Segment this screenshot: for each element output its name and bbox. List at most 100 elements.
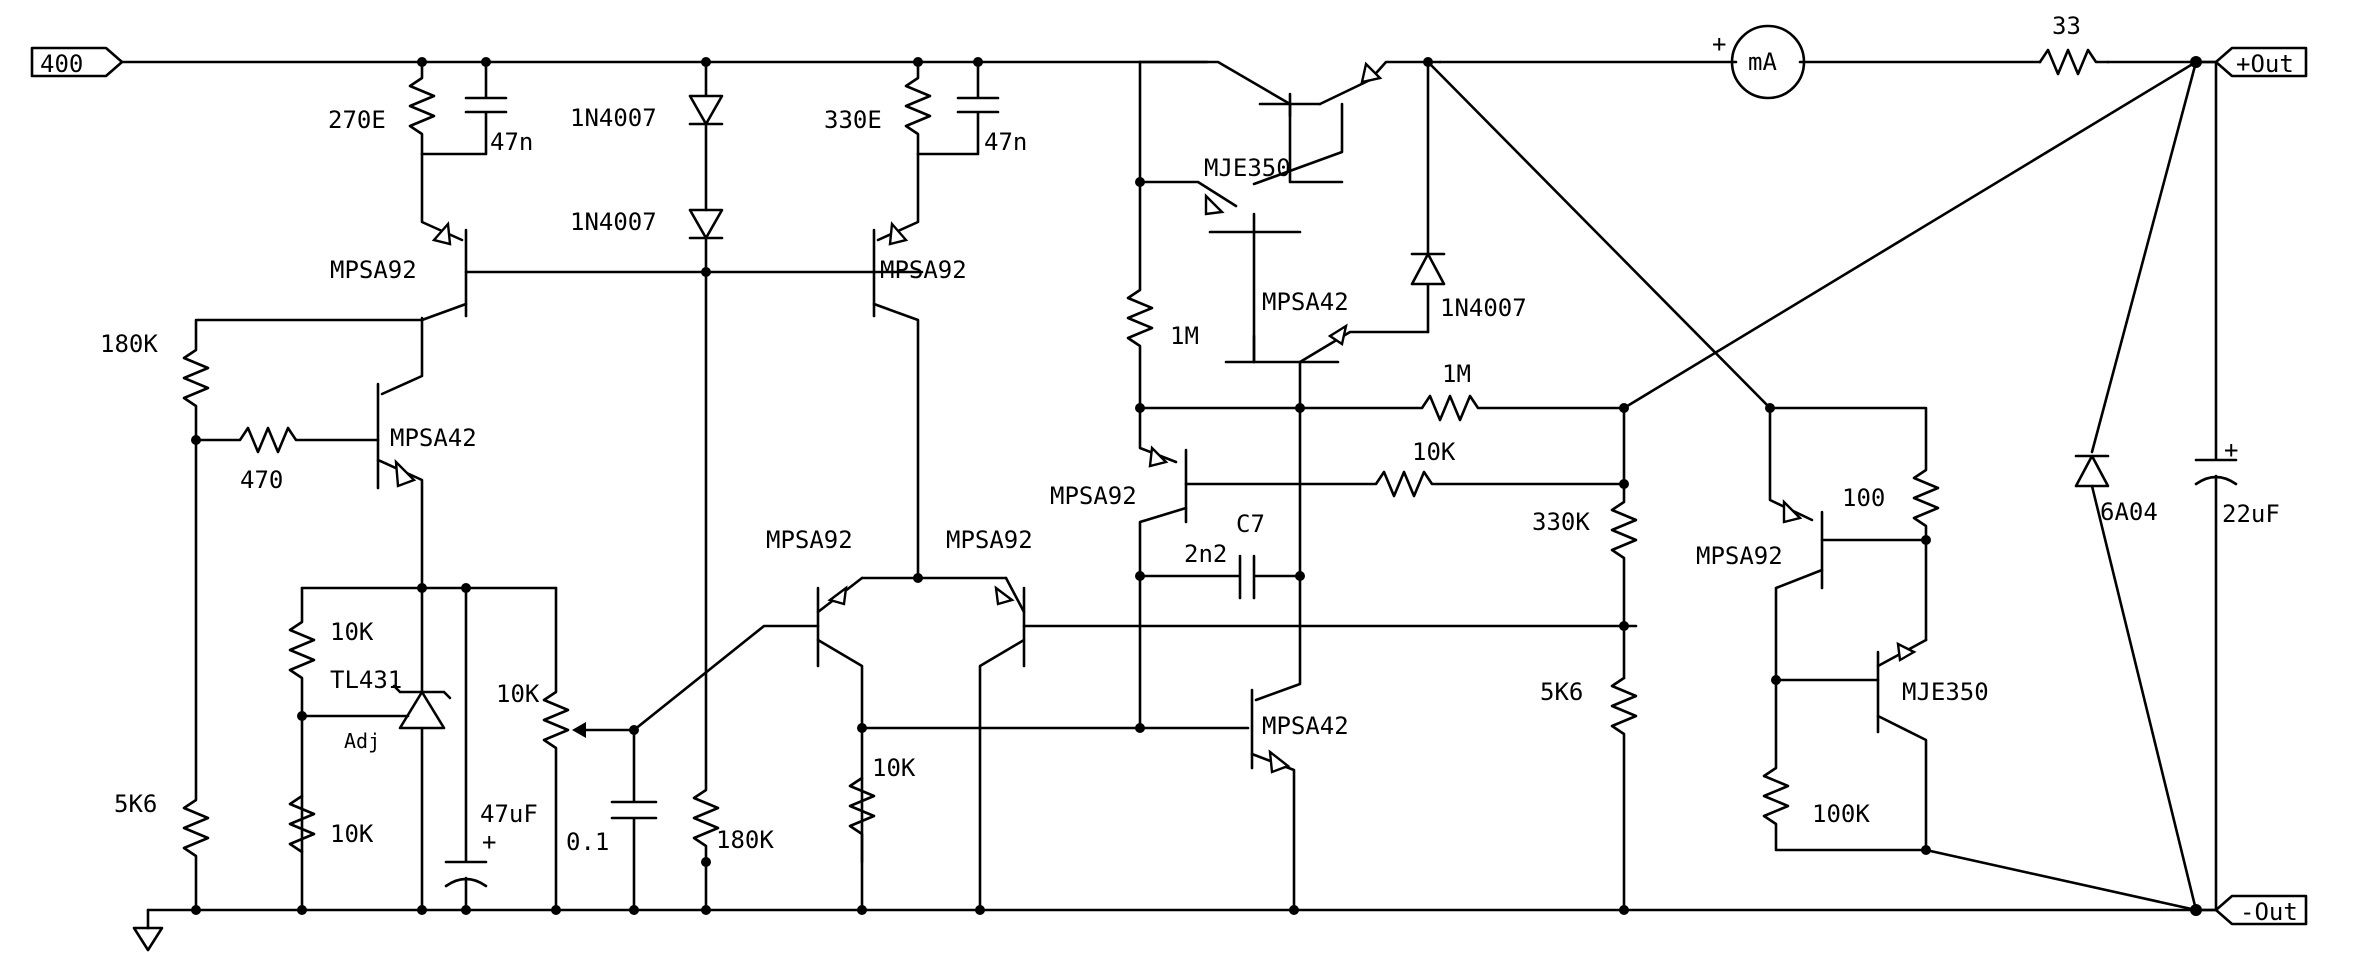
- transistor-mpsa92-top-left-label: MPSA92: [330, 256, 417, 284]
- ground-rail: [132, 908, 2218, 952]
- transistor-mpsa92-mid: MPSA92 10K: [1050, 406, 1629, 730]
- resistor-100-label: 100: [1842, 484, 1885, 512]
- resistor-10k-mid-label: 10K: [1412, 438, 1456, 466]
- capacitor-47n-right-label: 47n: [984, 128, 1027, 156]
- resistor-33-label: 33: [2052, 12, 2081, 40]
- capacitor-c7-2n2: C7 2n2: [1135, 510, 1305, 600]
- resistor-180k-left-label: 180K: [100, 330, 158, 358]
- capacitor-c7-label: C7: [1236, 510, 1265, 538]
- resistor-270e: 270E: [328, 60, 436, 156]
- transistor-mpsa42-pass-label: MPSA42: [1262, 288, 1349, 316]
- junction-dot: [857, 905, 867, 915]
- resistor-330k: 330K: [1532, 406, 1638, 680]
- feedback-wire: [1622, 60, 2198, 410]
- transistor-mpsa92-top-mid: MPSA92: [872, 152, 967, 580]
- junction-dot: [857, 723, 867, 733]
- potentiometer-10k: 10K: [496, 586, 636, 912]
- junction-dot: [701, 905, 711, 915]
- tl431-adj-label: Adj: [344, 729, 380, 753]
- resistor-330e-label: 330E: [824, 106, 882, 134]
- transistor-mpsa92-right: MPSA92: [1696, 406, 1928, 682]
- transistor-mpsa92-pair-right: MPSA92: [860, 526, 1638, 912]
- junction-dot: [701, 857, 711, 867]
- meter-label: mA: [1748, 48, 1777, 76]
- resistor-100k: 100K: [1762, 678, 2198, 912]
- transistor-mpsa42-left: MPSA42: [376, 318, 477, 590]
- minus-out-port: -Out: [2214, 894, 2308, 926]
- capacitor-47n-right: 47n: [916, 60, 1027, 156]
- resistor-33: 33: [2038, 12, 2110, 76]
- transistor-mje350-top: MJE350: [1138, 102, 1344, 364]
- junction-dot: [913, 573, 923, 583]
- transistor-mpsa92-mid-label: MPSA92: [1050, 482, 1137, 510]
- capacitor-47n-left: 47n: [420, 60, 533, 156]
- resistor-470-label: 470: [240, 466, 283, 494]
- junction-dot: [551, 905, 561, 915]
- transistor-mpsa92-pair-left-label: MPSA92: [766, 526, 853, 554]
- transistor-mpsa42-bottom-label: MPSA42: [1262, 712, 1349, 740]
- diode-1n4007-b-label: 1N4007: [570, 208, 657, 236]
- resistor-10k-tail: 10K: [848, 723, 1250, 912]
- junction-dot: [1135, 571, 1145, 581]
- resistor-270e-label: 270E: [328, 106, 386, 134]
- resistor-330k-label: 330K: [1532, 508, 1590, 536]
- resistor-100k-label: 100K: [1812, 800, 1870, 828]
- tl431-label: TL431: [330, 666, 402, 694]
- junction-dot: [973, 57, 983, 67]
- junction-dot: [913, 57, 923, 67]
- capacitor-47uf: + 47uF: [444, 586, 538, 912]
- diode-1n4007-a: 1N4007: [570, 60, 724, 212]
- transistor-mpsa92-top-mid-label: MPSA92: [880, 256, 967, 284]
- capacitor-47uf-label: 47uF: [480, 800, 538, 828]
- potentiometer-10k-label: 10K: [496, 680, 540, 708]
- junction-dot: [975, 905, 985, 915]
- resistor-5k6-right-label: 5K6: [1540, 678, 1583, 706]
- capacitor-0-1-label: 0.1: [566, 828, 609, 856]
- capacitor-22uf-label: 22uF: [2222, 500, 2280, 528]
- resistor-1m-vertical: 1M: [1126, 180, 1199, 410]
- junction-dot: [297, 711, 307, 721]
- capacitor-22uf: + 22uF: [2194, 60, 2280, 912]
- capacitor-2n2-label: 2n2: [1184, 540, 1227, 568]
- transistor-mpsa42-left-label: MPSA42: [390, 424, 477, 452]
- transistor-pass-top: [1138, 60, 1442, 184]
- resistor-1m-vertical-label: 1M: [1170, 322, 1199, 350]
- transistor-mje350-right: MJE350: [1774, 638, 1989, 852]
- resistor-1m-horizontal-label: 1M: [1442, 360, 1471, 388]
- milliammeter: mA +: [1712, 24, 1806, 100]
- output-stubs: [2194, 60, 2218, 912]
- junction-dot: [1619, 905, 1629, 915]
- shunt-regulator-tl431: TL431 Adj: [297, 586, 452, 912]
- capacitor-47n-left-label: 47n: [490, 128, 533, 156]
- resistor-10k-tl431-bottom-label: 10K: [330, 820, 374, 848]
- plus-out-port: +Out: [2214, 46, 2308, 78]
- diode-1n4007-c: 1N4007: [1410, 57, 1527, 334]
- resistor-1m-horizontal: 1M: [1138, 360, 1626, 422]
- minus-out-label: -Out: [2240, 898, 2298, 926]
- resistor-470: 470: [194, 426, 380, 494]
- resistor-10k-tl431-top-label: 10K: [330, 618, 374, 646]
- junction-dot: [1135, 723, 1145, 733]
- diode-1n4007-b: 1N4007: [570, 208, 724, 274]
- input-port-label: 400: [40, 50, 83, 78]
- transistor-mpsa92-pair-right-label: MPSA92: [946, 526, 1033, 554]
- junction-dot: [417, 57, 427, 67]
- limiter-wire: [1426, 60, 1772, 410]
- transistor-mje350-right-label: MJE350: [1902, 678, 1989, 706]
- transistor-mje350-top-label: MJE350: [1204, 154, 1291, 182]
- diode-6a04: 6A04: [2074, 60, 2198, 912]
- junction-dot: [1619, 621, 1629, 631]
- meter-polarity: +: [1712, 30, 1726, 58]
- junction-dot: [461, 905, 471, 915]
- resistor-330e: 330E: [824, 60, 932, 156]
- resistor-180k-mid-label: 180K: [716, 826, 774, 854]
- junction-dot: [481, 57, 491, 67]
- plus-out-label: +Out: [2236, 50, 2294, 78]
- resistor-5k6-left-label: 5K6: [114, 790, 157, 818]
- transistor-mpsa92-pair-left: MPSA92: [632, 526, 864, 864]
- capacitor-0-1: 0.1: [566, 725, 658, 912]
- junction-dot: [417, 905, 427, 915]
- junction-dot: [701, 57, 711, 67]
- resistor-180k-mid: 180K: [692, 270, 774, 912]
